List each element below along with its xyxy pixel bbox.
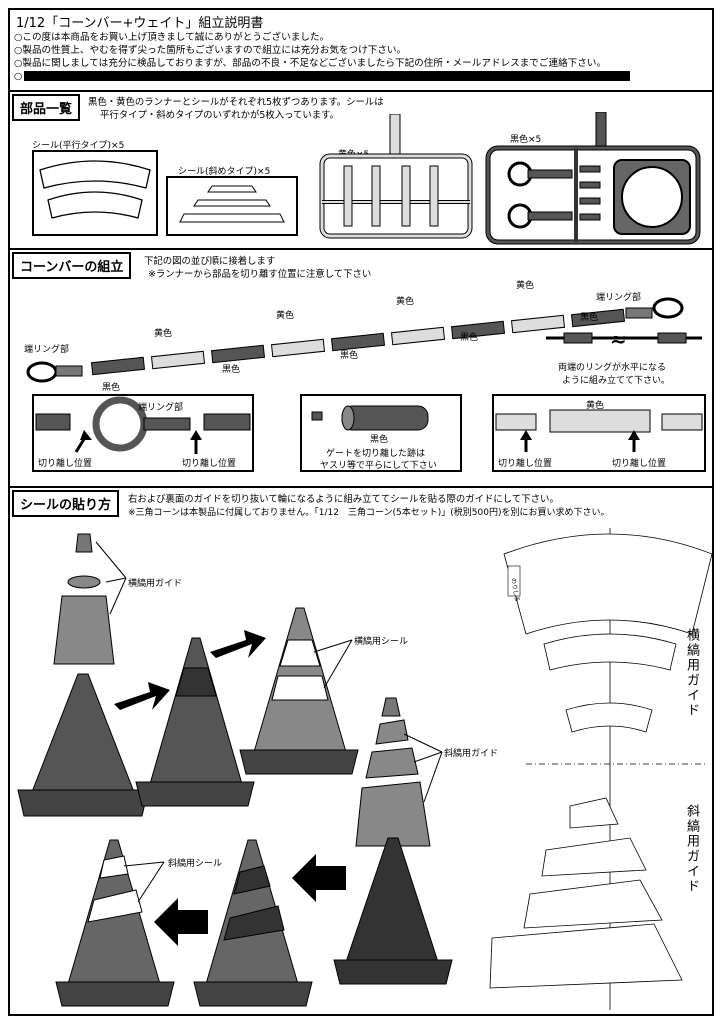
intro-line-4: ○ bbox=[14, 71, 23, 82]
parts-desc-1: 黒色・黄色のランナーとシールがそれぞれ5枚ずつあります。シールは bbox=[88, 97, 384, 108]
cut-position-label-1: 切り離し位置 bbox=[38, 459, 93, 469]
end-ring-label-left: 端リング部 bbox=[24, 345, 70, 355]
part-label-yellow-2: 黄色 bbox=[276, 311, 295, 321]
detail-box-gate: 黒色 ゲートを切り離した跡は ヤスリ等で平らにして下さい bbox=[300, 394, 462, 472]
svg-text:≈: ≈ bbox=[610, 327, 627, 351]
end-ring-label-right: 端リング部 bbox=[596, 293, 642, 303]
parts-desc-2: 平行タイプ・斜めタイプのいずれかが5枚入っています。 bbox=[100, 110, 339, 121]
black-runner-label: 黒色×5 bbox=[510, 135, 542, 145]
yellow-part-detail bbox=[495, 409, 703, 452]
parts-heading: 部品一覧 bbox=[12, 94, 81, 121]
ring-note-1: 両端のリングが水平になる bbox=[558, 363, 667, 373]
seal-parallel-label: シール(平行タイプ)×5 bbox=[32, 141, 125, 151]
part-label-black-4: 黒色 bbox=[460, 333, 479, 343]
parts-section: 部品一覧 黒色・黄色のランナーとシールがそれぞれ5枚ずつあります。シールは 平行… bbox=[10, 92, 712, 250]
diagonal-guide-label: 斜縞用ガイド bbox=[444, 749, 499, 759]
assembly-section: コーンバーの組立 下記の図の並び順に接着します ※ランナーから部品を切り離す位置… bbox=[10, 250, 712, 488]
cut-position-label-4: 切り離し位置 bbox=[612, 459, 667, 469]
horizontal-seal-label: 横縞用シール bbox=[354, 637, 409, 647]
detail-yellow-label: 黄色 bbox=[586, 401, 605, 411]
yellow-runner-illustration bbox=[319, 114, 473, 239]
assembly-heading: コーンバーの組立 bbox=[12, 252, 132, 279]
gate-note-2: ヤスリ等で平らにして下さい bbox=[320, 461, 437, 471]
cut-position-label-3: 切り離し位置 bbox=[498, 459, 553, 469]
part-label-black-1: 黒色 bbox=[102, 383, 121, 393]
part-label-yellow-1: 黄色 bbox=[154, 329, 173, 339]
intro-line-1: ○この度は本商品をお買い上げ頂きまして誠にありがとうございました。 bbox=[14, 32, 330, 43]
detail-box-end-ring: 端リング部 切り離し位置 切り離し位置 bbox=[32, 394, 254, 472]
seal-parallel-illustration bbox=[32, 150, 158, 236]
detail-end-ring-label: 端リング部 bbox=[138, 403, 184, 413]
header-section: 1/12「コーンバー+ウェイト」組立説明書 ○この度は本商品をお買い上げ頂きまし… bbox=[10, 10, 712, 92]
part-label-black-5: 黒色 bbox=[580, 313, 599, 323]
bar-assembly-illustration bbox=[26, 297, 684, 383]
part-label-black-2: 黒色 bbox=[222, 365, 241, 375]
assembly-instruction-1: 下記の図の並び順に接着します bbox=[144, 256, 276, 267]
guide-tab-text: のりしろ bbox=[509, 578, 520, 603]
diagonal-guide-vertical-label: 斜縞用ガイド bbox=[684, 804, 699, 894]
part-label-black-3: 黒色 bbox=[340, 351, 359, 361]
seal-instruction-1: 右および裏面のガイドを切り抜いて輪になるように組み立ててシールを貼る際のガイドに… bbox=[128, 494, 559, 505]
horizontal-ring-illustration: ≈ bbox=[546, 327, 702, 351]
document-title: 1/12「コーンバー+ウェイト」組立説明書 bbox=[16, 16, 264, 31]
horizontal-guide-vertical-label: 横縞用ガイド bbox=[684, 628, 699, 718]
assembly-instruction-2: ※ランナーから部品を切り離す位置に注意して下さい bbox=[148, 269, 372, 280]
cone-steps-illustration bbox=[17, 533, 453, 1007]
seal-diagonal-label: シール(斜めタイプ)×5 bbox=[178, 167, 271, 177]
horizontal-guide-label: 横縞用ガイド bbox=[128, 579, 183, 589]
diagonal-seal-label: 斜縞用シール bbox=[168, 859, 223, 869]
seal-diagonal-illustration bbox=[166, 176, 298, 236]
instruction-sheet: 1/12「コーンバー+ウェイト」組立説明書 ○この度は本商品をお買い上げ頂きまし… bbox=[8, 8, 714, 1016]
seal-instruction-2: ※三角コーンは本製品に付属しておりません。「1/12 三角コーン(5本セット)」… bbox=[128, 508, 610, 518]
part-label-yellow-3: 黄色 bbox=[396, 297, 415, 307]
seal-heading: シールの貼り方 bbox=[12, 490, 120, 517]
cut-position-label-2: 切り離し位置 bbox=[182, 459, 237, 469]
cutout-guides: のりしろ bbox=[489, 528, 712, 1010]
gate-black-label: 黒色 bbox=[370, 435, 389, 445]
gate-note-1: ゲートを切り離した跡は bbox=[326, 449, 426, 459]
part-label-yellow-4: 黄色 bbox=[516, 281, 535, 291]
ring-note-2: ように組み立てて下さい。 bbox=[562, 376, 671, 386]
gate-detail bbox=[311, 405, 429, 431]
end-ring-detail bbox=[35, 396, 251, 454]
detail-box-yellow: 黄色 切り離し位置 切り離し位置 bbox=[492, 394, 706, 472]
intro-line-2: ○製品の性質上、やむを得ず尖った箇所もございますので組立には充分お気をつけ下さい… bbox=[14, 45, 407, 56]
intro-line-3: ○製品に関しましては充分に検品しておりますが、部品の不良・不足などございましたら… bbox=[14, 58, 607, 69]
redacted-contact-bar bbox=[24, 71, 630, 81]
black-runner-illustration bbox=[485, 112, 701, 245]
seal-section: シールの貼り方 右および裏面のガイドを切り抜いて輪になるように組み立ててシールを… bbox=[10, 488, 712, 1014]
